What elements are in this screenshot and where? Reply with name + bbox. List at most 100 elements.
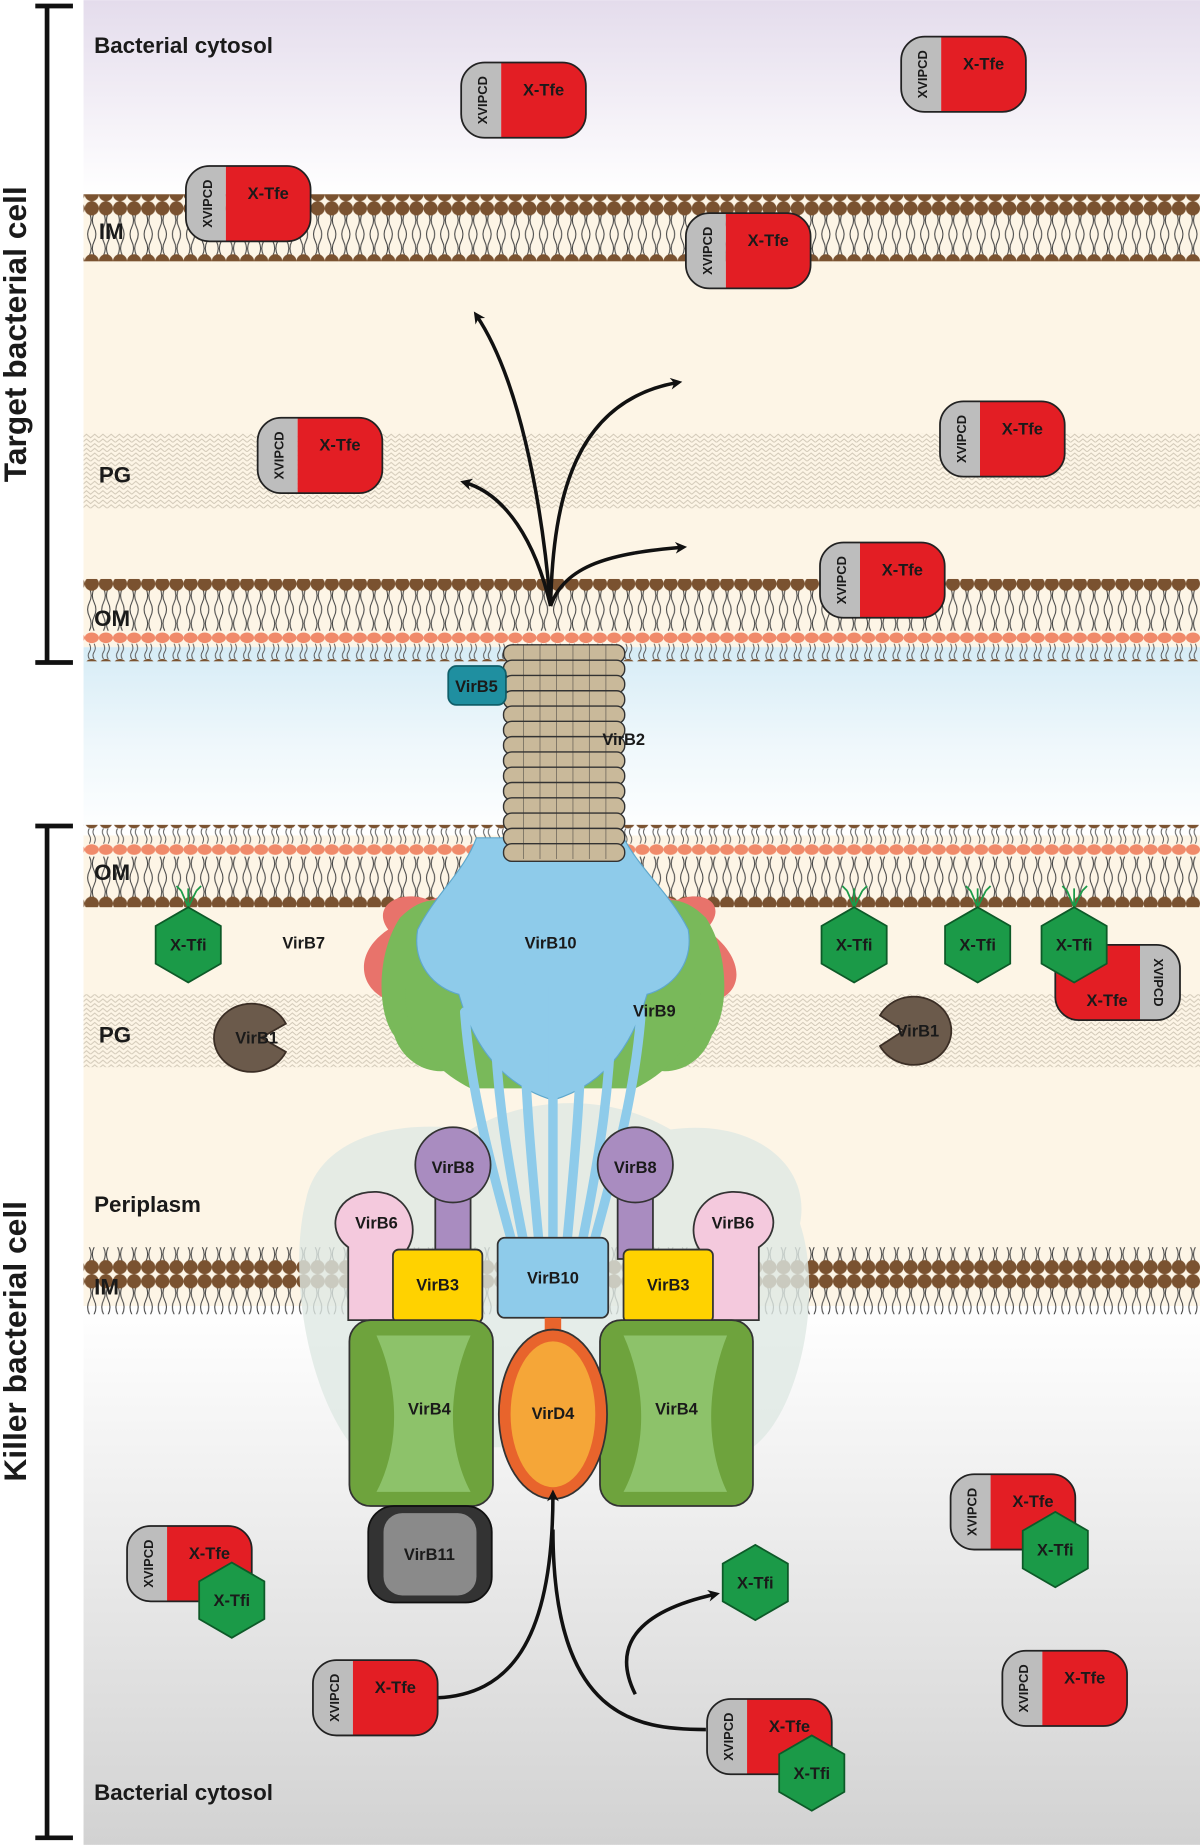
svg-text:VirB6: VirB6 bbox=[712, 1214, 755, 1232]
x-tfi-immunity-protein: X-Tfi bbox=[721, 1543, 789, 1622]
x-tfe-toxin: XVIPCD X-Tfe bbox=[939, 400, 1066, 478]
killer-cytosol-label: Bacterial cytosol bbox=[94, 1780, 273, 1805]
x-tfe-label: X-Tfe bbox=[748, 232, 789, 250]
x-tfi-immunity-protein: X-Tfi bbox=[1040, 906, 1108, 984]
virb2-label: VirB2 bbox=[602, 731, 645, 749]
virb1-left: VirB1 bbox=[213, 1002, 288, 1073]
x-tfe-toxin: XVIPCD X-Tfe bbox=[1001, 1649, 1128, 1727]
secretion-arrows bbox=[460, 311, 688, 607]
x-tfi-immunity-protein: X-Tfi bbox=[1021, 1510, 1089, 1589]
x-tfe-toxin: XVIPCD X-Tfe bbox=[126, 1525, 253, 1603]
killer-om-label: OM bbox=[94, 860, 130, 885]
target-pg-label: PG bbox=[99, 463, 131, 488]
lipid-anchor-icon bbox=[175, 885, 202, 908]
x-tfi-immunity-protein: X-Tfi bbox=[154, 906, 222, 984]
xvipcd-domain-label: XVIPCD bbox=[141, 1540, 156, 1588]
virb1-right: VirB1 bbox=[878, 995, 953, 1066]
xvipcd-domain-label: XVIPCD bbox=[954, 415, 969, 463]
x-tfi-label: X-Tfi bbox=[737, 1574, 774, 1592]
x-tfe-toxin: XVIPCD X-Tfe bbox=[706, 1698, 833, 1776]
x-tfe-label: X-Tfe bbox=[319, 437, 360, 455]
virb3-right: VirB3 bbox=[622, 1248, 714, 1324]
x-tfe-label: X-Tfe bbox=[248, 185, 289, 203]
target-om-label: OM bbox=[94, 606, 130, 631]
target-cytosol-label: Bacterial cytosol bbox=[94, 33, 273, 58]
lipid-anchor-icon bbox=[1061, 885, 1088, 908]
svg-text:VirB1: VirB1 bbox=[235, 1030, 278, 1048]
x-tfe-toxin: XVIPCD X-Tfe bbox=[460, 61, 587, 139]
virb2-subunit bbox=[502, 842, 626, 863]
x-tfi-label: X-Tfi bbox=[836, 937, 873, 955]
killer-periplasm-label: Periplasm bbox=[94, 1192, 201, 1217]
xvipcd-domain-label: XVIPCD bbox=[721, 1713, 736, 1761]
x-tfe-label: X-Tfe bbox=[882, 561, 923, 579]
virb8-left: VirB8 bbox=[414, 1126, 492, 1260]
svg-text:VirB11: VirB11 bbox=[404, 1546, 455, 1564]
x-tfe-toxin: XVIPCD X-Tfe bbox=[819, 541, 946, 619]
target-cell-bracket bbox=[35, 3, 73, 665]
killer-cell-label: Killer bacterial cell bbox=[0, 1201, 33, 1482]
x-tfi-label: X-Tfi bbox=[793, 1765, 830, 1783]
x-tfi-label: X-Tfi bbox=[170, 937, 207, 955]
x-tfe-label: X-Tfe bbox=[375, 1679, 416, 1697]
vird4: VirD4 bbox=[497, 1317, 608, 1500]
virb5: VirB5 bbox=[447, 665, 507, 706]
svg-text:VirB1: VirB1 bbox=[896, 1023, 939, 1041]
xvipcd-domain-label: XVIPCD bbox=[915, 50, 930, 98]
killer-cell-bracket bbox=[35, 823, 73, 1841]
svg-text:VirB6: VirB6 bbox=[355, 1214, 398, 1232]
x-tfe-label: X-Tfe bbox=[1086, 992, 1127, 1010]
x-tfi-label: X-Tfi bbox=[1056, 937, 1093, 955]
target-cell-label: Target bacterial cell bbox=[0, 186, 33, 482]
virb2-pilus bbox=[502, 644, 626, 863]
xvipcd-domain-label: XVIPCD bbox=[272, 431, 287, 479]
virb11: VirB11 bbox=[367, 1505, 493, 1604]
x-tfi-label: X-Tfi bbox=[213, 1592, 250, 1610]
virb8-right: VirB8 bbox=[596, 1126, 674, 1260]
x-tfe-label: X-Tfe bbox=[1012, 1493, 1053, 1511]
virb10-inner: VirB10 bbox=[496, 1236, 610, 1319]
svg-text:VirB10: VirB10 bbox=[527, 1270, 579, 1288]
target-outer-membrane bbox=[83, 578, 1200, 662]
xvipcd-domain-label: XVIPCD bbox=[1016, 1664, 1031, 1712]
x-tfe-label: X-Tfe bbox=[523, 81, 564, 99]
svg-text:VirD4: VirD4 bbox=[532, 1405, 576, 1423]
virb7-virb9-virb10-core-complex bbox=[363, 837, 737, 1247]
svg-text:VirB8: VirB8 bbox=[432, 1159, 475, 1177]
x-tfi-label: X-Tfi bbox=[959, 937, 996, 955]
killer-pg-label: PG bbox=[99, 1023, 131, 1048]
x-tfe-toxin: XVIPCD X-Tfe bbox=[185, 165, 312, 243]
virb7-label: VirB7 bbox=[282, 934, 325, 952]
x-tfe-label: X-Tfe bbox=[189, 1545, 230, 1563]
svg-text:VirB4: VirB4 bbox=[655, 1400, 699, 1418]
svg-text:VirB3: VirB3 bbox=[416, 1277, 459, 1295]
virb9-label: VirB9 bbox=[633, 1003, 676, 1021]
xvipcd-domain-label: XVIPCD bbox=[700, 227, 715, 275]
target-im-label: IM bbox=[99, 219, 124, 244]
virb10-core-label: VirB10 bbox=[525, 934, 577, 952]
virb5-label: VirB5 bbox=[455, 678, 498, 696]
x-tfe-toxin: XVIPCD X-Tfe bbox=[256, 416, 384, 494]
svg-text:VirB3: VirB3 bbox=[647, 1277, 690, 1295]
xvipcd-domain-label: XVIPCD bbox=[1151, 958, 1166, 1006]
virb4-right: VirB4 bbox=[599, 1319, 754, 1507]
virb4-left: VirB4 bbox=[348, 1319, 494, 1507]
svg-text:VirB4: VirB4 bbox=[408, 1400, 452, 1418]
lipid-anchor-icon bbox=[965, 885, 992, 908]
xvipcd-domain-label: XVIPCD bbox=[834, 556, 849, 604]
x-tfi-label: X-Tfi bbox=[1037, 1541, 1074, 1559]
x-tfe-label: X-Tfe bbox=[1002, 420, 1043, 438]
xvipcd-domain-label: XVIPCD bbox=[200, 180, 215, 228]
x-tfe-label: X-Tfe bbox=[769, 1718, 810, 1736]
xvipcd-domain-label: XVIPCD bbox=[475, 76, 490, 124]
x-tfi-immunity-protein: X-Tfi bbox=[820, 906, 888, 984]
recruitment-arrows bbox=[437, 1489, 720, 1732]
x-tfi-immunity-protein: X-Tfi bbox=[778, 1734, 846, 1812]
lipid-anchor-icon bbox=[841, 885, 868, 908]
x-tfi-immunity-protein: X-Tfi bbox=[198, 1561, 266, 1639]
x-tfe-label: X-Tfe bbox=[1064, 1670, 1105, 1688]
